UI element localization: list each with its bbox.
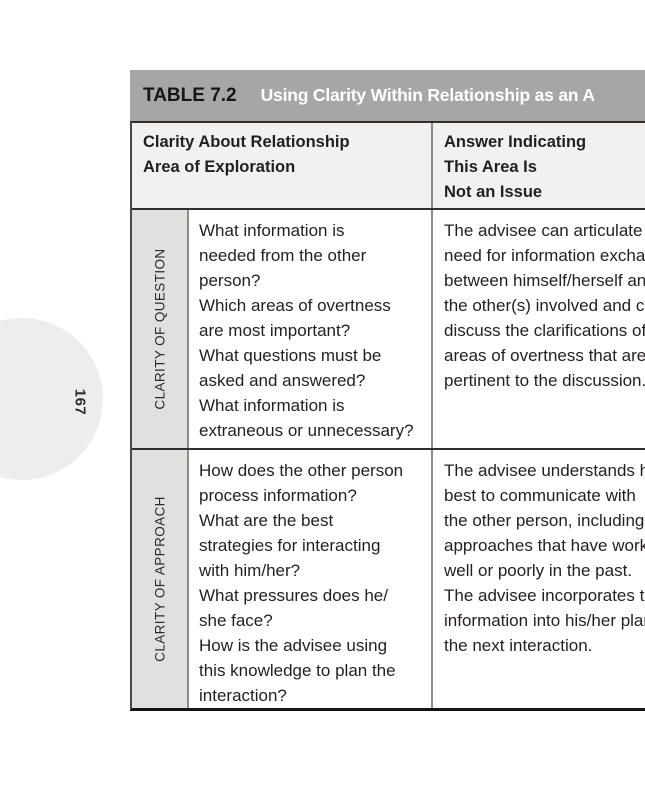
column-header-answer-not-an-issue: Answer Indicating This Area Is Not an Is… <box>444 133 587 201</box>
table-title: Using Clarity Within Relationship as an … <box>260 85 595 105</box>
table: Clarity About Relationship Area of Explo… <box>130 121 645 711</box>
page-number: 167 <box>71 388 89 416</box>
table-header-row: Clarity About Relationship Area of Explo… <box>132 123 645 208</box>
table-row-clarity-of-question: CLARITY OF QUESTION What information is … <box>132 208 645 448</box>
question-cell: How does the other person process inform… <box>189 450 433 708</box>
table-number-label: TABLE 7.2 <box>143 84 237 106</box>
row-label-vertical-text: CLARITY OF QUESTION <box>152 248 167 410</box>
row-label-cell: CLARITY OF QUESTION <box>132 210 189 448</box>
answer-cell: The advisee understands how best to comm… <box>444 461 645 655</box>
question-cell: What information is needed from the othe… <box>189 210 433 448</box>
table-title-bar: TABLE 7.2 Using Clarity Within Relations… <box>130 70 645 121</box>
column-header-area-of-exploration: Clarity About Relationship Area of Explo… <box>132 123 433 208</box>
table-row-clarity-of-approach: CLARITY OF APPROACH How does the other p… <box>132 448 645 708</box>
row-label-cell: CLARITY OF APPROACH <box>132 450 189 708</box>
answer-cell: The advisee can articulate the need for … <box>444 221 645 390</box>
row-label-vertical-text: CLARITY OF APPROACH <box>152 496 167 662</box>
